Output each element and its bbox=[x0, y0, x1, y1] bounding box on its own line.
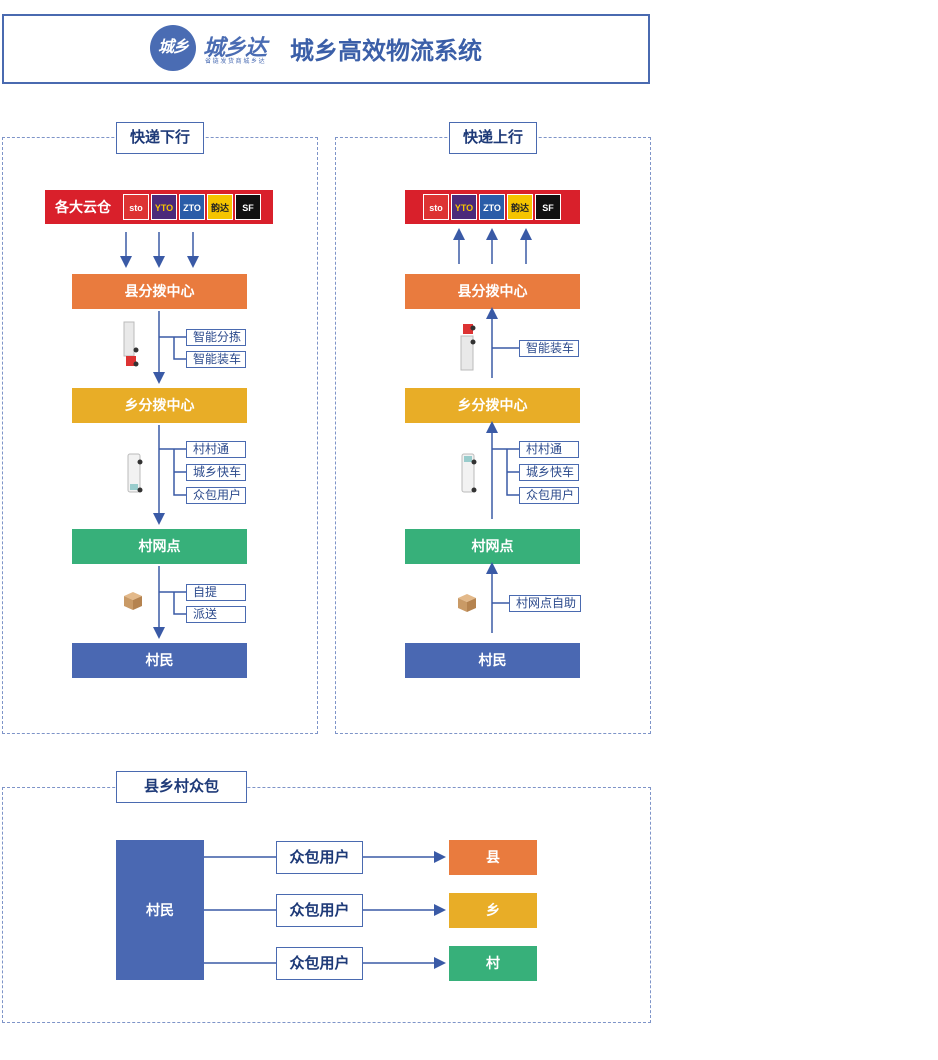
yunda-logo: 韵达 bbox=[507, 194, 533, 220]
zto-logo: ZTO bbox=[179, 194, 205, 220]
box-icon bbox=[122, 590, 144, 612]
sto-logo: sto bbox=[123, 194, 149, 220]
crowd-label: 县乡村众包 bbox=[116, 771, 247, 803]
header-banner bbox=[2, 14, 650, 84]
page-title: 城乡高效物流系统 bbox=[290, 38, 482, 65]
van-icon bbox=[124, 452, 146, 498]
logo-icon: 城乡 bbox=[150, 25, 196, 71]
bracket-up-2 bbox=[492, 448, 519, 496]
tag-city-express: 城乡快车 bbox=[186, 464, 246, 481]
level-village: 村 bbox=[449, 946, 537, 981]
logo-mark: 城乡 bbox=[157, 39, 189, 56]
tag-pickup: 自提 bbox=[186, 584, 246, 601]
logo-subtext: 省 链 发 货 商 城 乡 达 bbox=[205, 59, 265, 65]
upstream-label: 快递上行 bbox=[449, 122, 537, 154]
villagers: 村民 bbox=[72, 643, 247, 678]
township-center-up: 乡分拨中心 bbox=[405, 388, 580, 423]
villagers-up: 村民 bbox=[405, 643, 580, 678]
tag-crowd-user-up: 众包用户 bbox=[519, 487, 579, 504]
tag-self-service-up: 村网点自助 bbox=[509, 595, 581, 612]
logo: 城乡达 省 链 发 货 商 城 乡 达 bbox=[203, 30, 283, 70]
tag-crowd-user: 众包用户 bbox=[186, 487, 246, 504]
sf-logo: SF bbox=[235, 194, 261, 220]
downstream-label: 快递下行 bbox=[116, 122, 204, 154]
township-center: 乡分拨中心 bbox=[72, 388, 247, 423]
yto-logo: YTO bbox=[451, 194, 477, 220]
county-center-up: 县分拨中心 bbox=[405, 274, 580, 309]
tag-smart-load: 智能装车 bbox=[186, 351, 246, 368]
bracket-2 bbox=[159, 448, 186, 496]
logo-text: 城乡达 bbox=[203, 35, 267, 60]
tag-delivery: 派送 bbox=[186, 606, 246, 623]
level-county: 县 bbox=[449, 840, 537, 875]
bracket-3 bbox=[159, 591, 186, 615]
crowd-source: 村民 bbox=[116, 840, 204, 980]
warehouse-bar: 各大云仓 sto YTO ZTO 韵达 SF bbox=[45, 190, 273, 224]
tag-city-express-up: 城乡快车 bbox=[519, 464, 579, 481]
box-icon-up bbox=[456, 592, 478, 614]
village-point-up: 村网点 bbox=[405, 529, 580, 564]
warehouse-label: 各大云仓 bbox=[55, 199, 111, 215]
truck-icon bbox=[120, 320, 144, 370]
county-center: 县分拨中心 bbox=[72, 274, 247, 309]
level-township: 乡 bbox=[449, 893, 537, 928]
zto-logo: ZTO bbox=[479, 194, 505, 220]
tag-village-link: 村村通 bbox=[186, 441, 246, 458]
tag-smart-load-up: 智能装车 bbox=[519, 340, 579, 357]
crowd-user-2: 众包用户 bbox=[276, 894, 363, 927]
bracket-1 bbox=[159, 336, 186, 360]
crowd-user-3: 众包用户 bbox=[276, 947, 363, 980]
van-icon-up bbox=[458, 452, 480, 498]
sto-logo: sto bbox=[423, 194, 449, 220]
crowd-user-1: 众包用户 bbox=[276, 841, 363, 874]
village-point: 村网点 bbox=[72, 529, 247, 564]
crowd-panel bbox=[2, 787, 651, 1023]
tag-smart-sort: 智能分拣 bbox=[186, 329, 246, 346]
upstream-courier-bar: sto YTO ZTO 韵达 SF bbox=[405, 190, 580, 224]
tag-village-link-up: 村村通 bbox=[519, 441, 579, 458]
yunda-logo: 韵达 bbox=[207, 194, 233, 220]
sf-logo: SF bbox=[535, 194, 561, 220]
yto-logo: YTO bbox=[151, 194, 177, 220]
truck-icon-up bbox=[457, 320, 481, 372]
